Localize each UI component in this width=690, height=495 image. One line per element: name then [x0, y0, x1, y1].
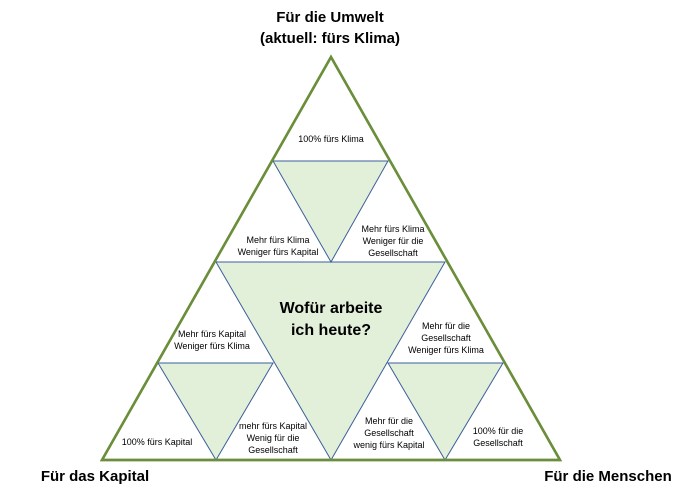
corner-label-top: Für die Umwelt (aktuell: fürs Klima) — [220, 7, 440, 49]
region-upper-right-line3: Gesellschaft — [368, 248, 418, 258]
region-upper-left-label: Mehr fürs Klima Weniger fürs Kapital — [218, 234, 338, 258]
region-bottom-right-inner-line3: wenig fürs Kapital — [353, 440, 425, 450]
region-mid-right-line2: Gesellschaft — [421, 333, 471, 343]
region-mid-left-line2: Weniger fürs Klima — [174, 341, 250, 351]
bottom-left-inverted-triangle — [157, 362, 274, 461]
region-upper-right-line2: Weniger für die — [362, 236, 424, 246]
region-bottom-left-inner-line2: Wenig für die — [246, 433, 300, 443]
region-upper-left-line1: Mehr fürs Klima — [246, 235, 310, 245]
region-upper-right-line1: Mehr fürs Klima — [361, 224, 425, 234]
region-bottom-right-corner-line2: Gesellschaft — [473, 438, 523, 448]
region-bottom-right-corner-label: 100% für die Gesellschaft — [438, 425, 558, 449]
corner-label-bottom-right: Für die Menschen — [544, 468, 672, 485]
region-mid-right-label: Mehr für die Gesellschaft Weniger fürs K… — [386, 320, 506, 356]
region-bottom-right-corner-line1: 100% für die — [472, 426, 524, 436]
region-bottom-left-inner-label: mehr fürs Kapital Wenig für die Gesellsc… — [213, 420, 333, 456]
region-mid-left-line1: Mehr fürs Kapital — [177, 329, 247, 339]
region-mid-right-line1: Mehr für die — [421, 321, 471, 331]
top-inverted-triangle — [272, 160, 389, 264]
region-mid-left-label: Mehr fürs Kapital Weniger fürs Klima — [152, 328, 272, 352]
center-question-line1: Wofür arbeite — [279, 300, 383, 317]
region-top-label: 100% fürs Klima — [298, 134, 364, 144]
region-bottom-left-corner-label: 100% fürs Kapital — [121, 437, 193, 447]
center-question: Wofür arbeite ich heute? — [251, 298, 411, 342]
corner-label-top-line1: Für die Umwelt — [276, 9, 384, 26]
region-bottom-right-inner-line1: Mehr für die — [364, 416, 414, 426]
region-bottom-right-inner-line2: Gesellschaft — [364, 428, 414, 438]
bottom-right-inverted-triangle — [387, 362, 504, 461]
region-mid-right-line3: Weniger fürs Klima — [408, 345, 484, 355]
region-bottom-left-inner-line3: Gesellschaft — [248, 445, 298, 455]
corner-label-bottom-left: Für das Kapital — [40, 468, 150, 485]
outer-triangle-outline — [99, 54, 563, 462]
region-upper-left-line2: Weniger fürs Kapital — [237, 247, 319, 257]
region-bottom-left-inner-line1: mehr fürs Kapital — [238, 421, 308, 431]
center-question-line2: ich heute? — [290, 322, 371, 339]
region-bottom-right-inner-label: Mehr für die Gesellschaft wenig fürs Kap… — [329, 415, 449, 451]
corner-label-top-line2: (aktuell: fürs Klima) — [259, 30, 401, 47]
region-upper-right-label: Mehr fürs Klima Weniger für die Gesellsc… — [333, 223, 453, 259]
